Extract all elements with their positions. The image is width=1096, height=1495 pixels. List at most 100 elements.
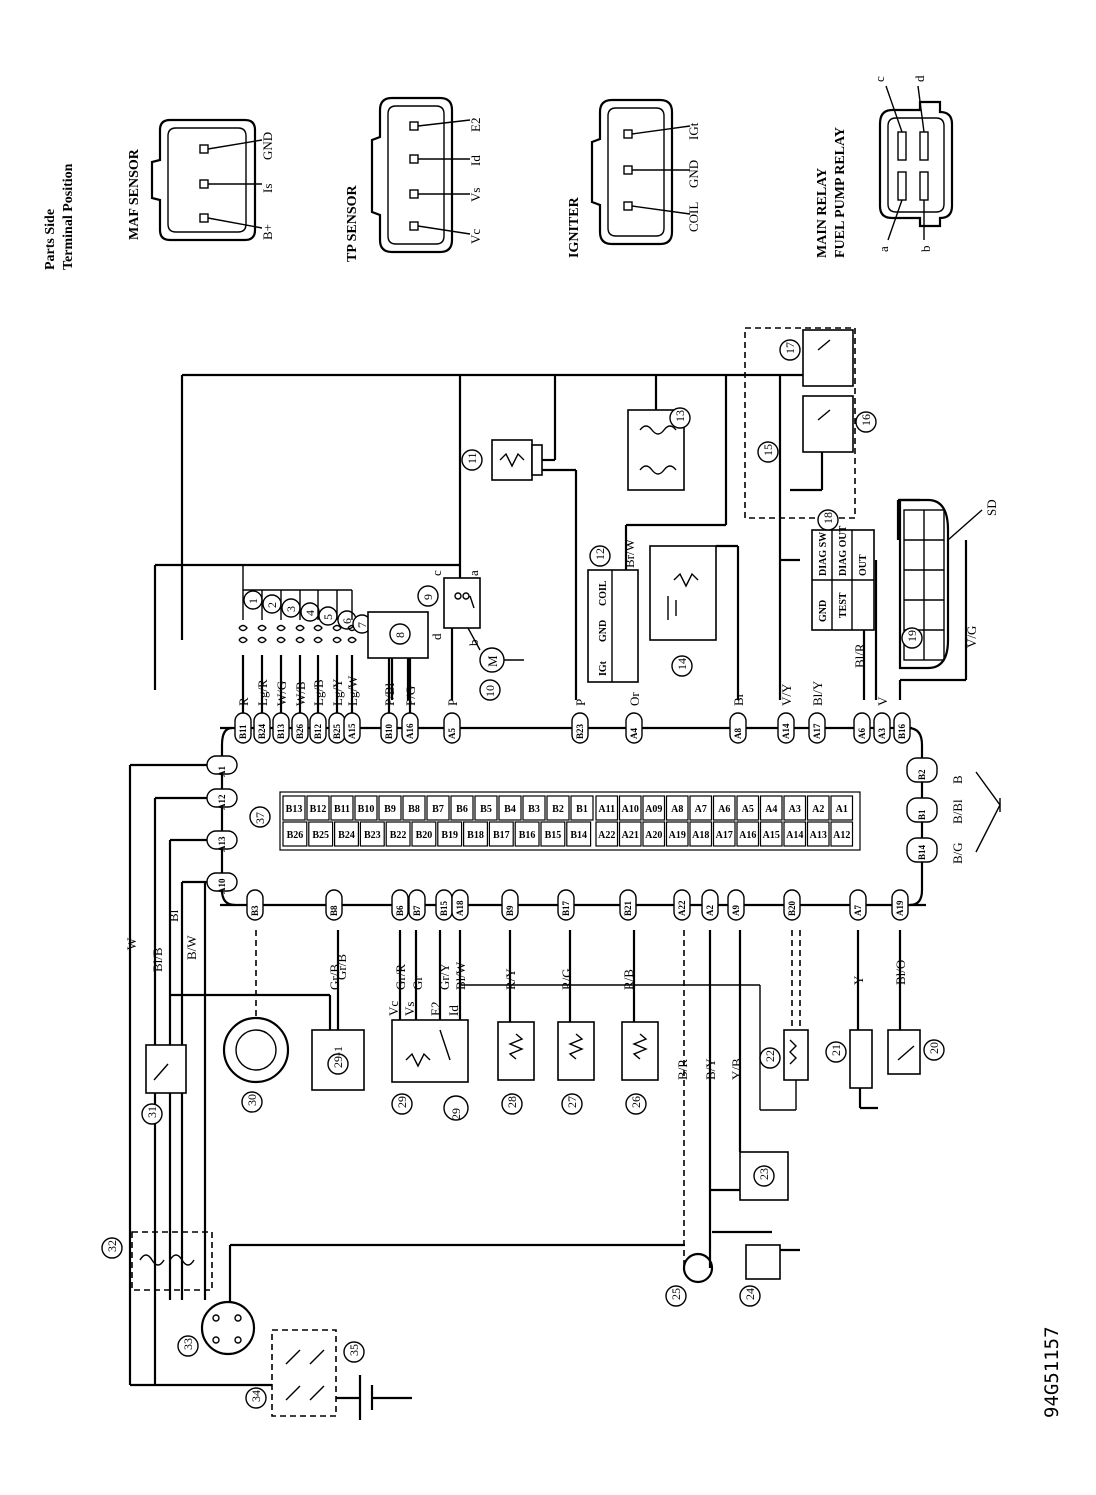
ecu-cell-label: A09 (645, 804, 662, 815)
ecu-cell-label: B24 (338, 830, 355, 841)
component-19-connector: 19 SD V/G (896, 498, 999, 700)
ecu-cell-label: B7 (432, 804, 444, 815)
top-pin-B12: B12 (309, 712, 327, 744)
injector-4-label: 4 (303, 610, 317, 616)
svg-text:V/G: V/G (964, 626, 979, 648)
ecu-cell-A22: A22 (595, 821, 619, 847)
top-wire-B24: Lg/R (255, 679, 270, 706)
right-wire-B1: B/Bl (950, 799, 965, 824)
component-18-diag-box: DIAG SW DIAG OUT OUT TEST GND 18 Bl/R (811, 509, 878, 700)
ecu-cell-A5: A5 (736, 795, 760, 821)
ecu-cell-label: A2 (812, 804, 824, 815)
ecu-cell-B19: B19 (437, 821, 463, 847)
right-wire-B2: B (950, 775, 965, 784)
bottom-pin-B3-label: B3 (250, 905, 260, 916)
injector-7-label: 7 (355, 622, 369, 628)
ecu-cell-B1: B1 (570, 795, 594, 821)
bottom-pin-A7: A7 (849, 889, 867, 921)
top-pin-B11-label: B11 (238, 724, 248, 739)
top-pin-A6-label: A6 (857, 728, 867, 739)
left-pin-label: A13 (217, 836, 227, 852)
svg-text:20: 20 (927, 1042, 941, 1054)
component-8: 8 (367, 611, 429, 700)
ecu-cell-label: A19 (669, 830, 686, 841)
svg-text:15: 15 (761, 444, 775, 456)
right-pin-label: B1 (917, 809, 927, 820)
svg-text:Vc: Vc (386, 1001, 401, 1016)
relay-term-a: a (876, 246, 891, 252)
component-21: 21 (825, 930, 878, 1110)
igniter-title: IGNITER (567, 196, 582, 258)
ecu-cell-B15: B15 (540, 821, 566, 847)
svg-text:IGt: IGt (598, 660, 609, 676)
ecu-cell-label: A10 (622, 804, 639, 815)
svg-text:16: 16 (859, 414, 873, 426)
ecu-cell-B6: B6 (450, 795, 474, 821)
ecu-cell-A10: A10 (618, 795, 642, 821)
component-23: 23 (710, 930, 789, 1201)
injector-6-label: 6 (340, 618, 354, 624)
svg-text:34: 34 (249, 1390, 263, 1402)
component-30: 29-1 Gr/B (170, 930, 365, 1091)
ecu-cell-A15: A15 (759, 821, 783, 847)
component-33-fuse-box: 32 (101, 1231, 213, 1291)
svg-text:DIAG OUT: DIAG OUT (838, 525, 849, 576)
bottom-wire-A9: Y/B (729, 1058, 744, 1080)
ecu-cell-label: B20 (416, 830, 433, 841)
top-wire-A16: P/G (403, 686, 418, 706)
ecu-cell-A12: A12 (830, 821, 854, 847)
left-pin-A10: A10 (206, 872, 238, 894)
ecu-cell-B11: B11 (330, 795, 354, 821)
svg-text:TEST: TEST (838, 592, 849, 618)
maf-term-is: Is (260, 184, 275, 193)
top-pin-B25: B25 (328, 712, 346, 744)
svg-text:COIL: COIL (598, 580, 609, 606)
ecu-cell-label: B11 (334, 804, 350, 815)
ecu-cell-A17: A17 (712, 821, 736, 847)
svg-text:Vs: Vs (402, 1002, 417, 1016)
right-wire-B14: B/G (950, 842, 965, 864)
svg-text:23: 23 (757, 1168, 771, 1180)
top-wire-B10: P/Bl (382, 682, 397, 706)
ecu-cell-label: A8 (671, 804, 683, 815)
right-pin-B2: B2 (906, 757, 938, 783)
top-pin-A3: A3 (873, 712, 891, 744)
ecu-cell-label: A1 (836, 804, 848, 815)
component-26: 26 (621, 930, 659, 1115)
relay-term-c: c (872, 76, 887, 82)
ecu-cell-label: B8 (408, 804, 420, 815)
top-pin-B16: B16 (893, 712, 911, 744)
ecu-cell-label: B25 (312, 830, 329, 841)
ecu-cell-label: A4 (765, 804, 777, 815)
ecu-cell-label: B3 (528, 804, 540, 815)
svg-text:19: 19 (905, 630, 919, 642)
top-wire-A4: Or (627, 692, 642, 706)
ecu-cell-A14: A14 (783, 821, 807, 847)
top-wire-B12: Lg/B (311, 679, 326, 706)
svg-text:29-1: 29-1 (331, 1046, 345, 1068)
ecu-cell-label: B10 (358, 804, 375, 815)
relay-title-fuel-pump: FUEL PUMP RELAY (833, 127, 848, 258)
top-wire-A17: Bl/Y (810, 680, 825, 706)
top-pin-A8: A8 (729, 712, 747, 744)
top-wire-B26: W/B (293, 681, 308, 706)
svg-text:32: 32 (105, 1240, 119, 1252)
component-22: 22 (759, 930, 809, 1111)
svg-text:31: 31 (145, 1106, 159, 1118)
injector-4: 4 (295, 590, 320, 644)
svg-text:11: 11 (465, 452, 479, 464)
relay-connector: MAIN RELAY FUEL PUMP RELAY c d a b (815, 75, 954, 258)
bottom-pin-B9-label: B9 (505, 905, 515, 916)
bottom-pin-B21-label: B21 (623, 900, 633, 916)
svg-text:29: 29 (395, 1096, 409, 1108)
drawing-code: 94G51157 (1041, 1326, 1063, 1418)
ecu-cell-B8: B8 (402, 795, 426, 821)
bottom-pin-B17: B17 (557, 889, 575, 921)
svg-text:GND: GND (818, 600, 829, 622)
ecu-cell-A13: A13 (806, 821, 830, 847)
ecu-cell-A1: A1 (830, 795, 854, 821)
component-24: 24 (739, 1244, 800, 1307)
ecu-cell-B13: B13 (282, 795, 306, 821)
bottom-pin-B8-label: B8 (329, 905, 339, 916)
